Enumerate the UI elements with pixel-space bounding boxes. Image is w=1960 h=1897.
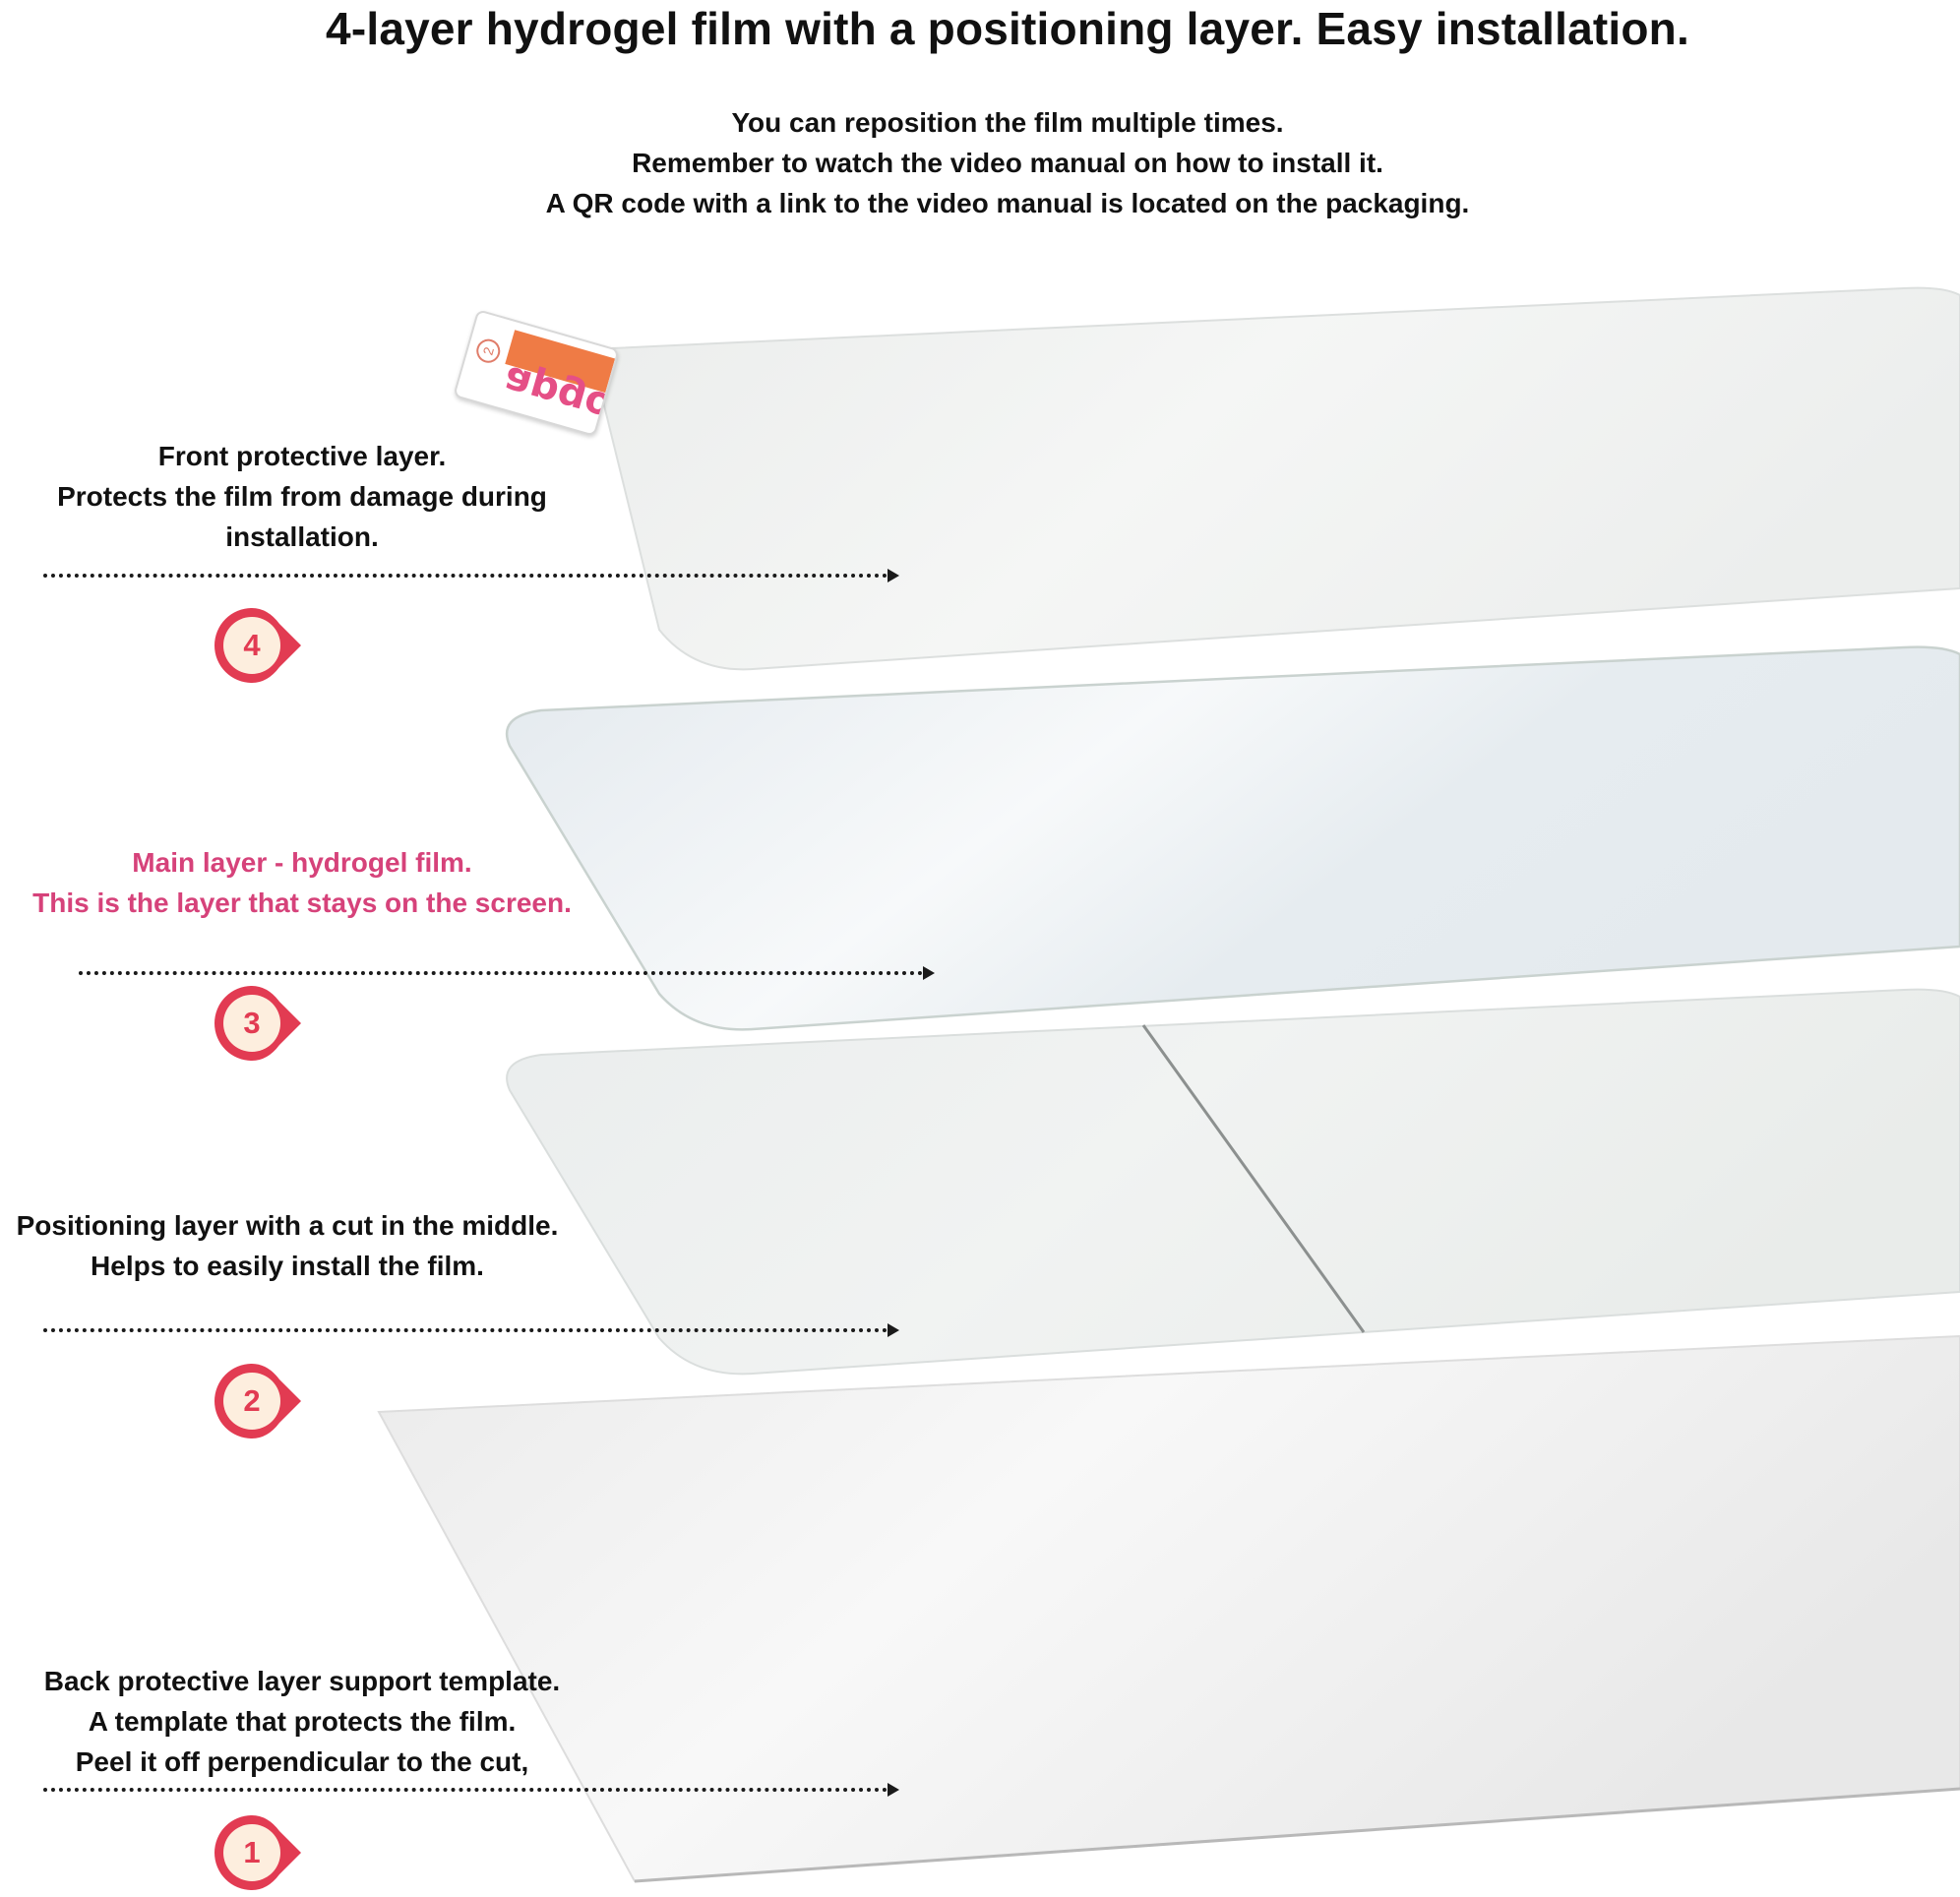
intro-line: Remember to watch the video manual on ho…	[632, 148, 1383, 178]
positioning-cut-line	[1141, 1024, 1366, 1333]
layer-3-sheet	[505, 645, 1960, 1031]
layer-1-label-line: Back protective layer support template.	[43, 1666, 561, 1696]
layer-4-sheet	[588, 286, 1960, 671]
layer-1-number: 1	[243, 1835, 261, 1869]
page-title: 4-layer hydrogel film with a positioning…	[326, 3, 1689, 54]
layer-4-label-line: installation.	[225, 521, 379, 552]
map-pin-badge-icon	[214, 1364, 301, 1438]
layer-1-label-line: Peel it off perpendicular to the cut,	[75, 1746, 529, 1777]
layer-4-label-line: Front protective layer.	[157, 441, 447, 471]
tab-step-number: 2	[473, 336, 504, 366]
layer-2-label: Positioning layer with a cut in the midd…	[0, 1205, 575, 1286]
layer-3-badge: 3	[213, 984, 307, 1063]
layer-4-badge: 4	[213, 606, 307, 685]
layer-1-sheet	[377, 1334, 1960, 1883]
layer-3-label: Main layer - hydrogel film. This is the …	[0, 842, 604, 923]
layer-2-pointer-line	[43, 1323, 899, 1337]
layer-1-badge: 1	[213, 1813, 307, 1892]
arrow-right-icon	[923, 966, 935, 980]
layer-4-label: Front protective layer. Protects the fil…	[0, 436, 604, 557]
arrow-right-icon	[888, 1783, 899, 1797]
layer-3-label-line: This is the layer that stays on the scre…	[32, 887, 572, 918]
layer-1-bottom-edge	[634, 1787, 1960, 1883]
layer-2-label-line: Helps to easily install the film.	[91, 1251, 484, 1281]
map-pin-badge-icon	[214, 1815, 301, 1890]
intro-text: You can reposition the film multiple tim…	[0, 102, 1960, 223]
layer-2-sheet	[506, 988, 1960, 1376]
intro-line: A QR code with a link to the video manua…	[545, 188, 1470, 218]
layer-4-pointer-line	[43, 569, 899, 582]
layer-1-pointer-line	[43, 1783, 899, 1797]
intro-line: You can reposition the film multiple tim…	[731, 107, 1284, 138]
layer-2-number: 2	[243, 1383, 261, 1418]
layer-3-label-line: Main layer - hydrogel film.	[132, 847, 472, 878]
arrow-right-icon	[888, 1323, 899, 1337]
layer-4-label-line: Protects the film from damage during	[57, 481, 547, 512]
map-pin-badge-icon	[214, 608, 301, 683]
layer-1-label-line: A template that protects the film.	[88, 1706, 517, 1737]
layer-1-label: Back protective layer support template. …	[0, 1661, 604, 1782]
layer-3-number: 3	[243, 1006, 261, 1040]
layer-4-number: 4	[243, 628, 261, 662]
map-pin-badge-icon	[214, 986, 301, 1061]
layer-3-pointer-line	[79, 966, 935, 980]
arrow-right-icon	[888, 569, 899, 582]
layer-2-badge: 2	[213, 1362, 307, 1440]
layer-2-label-line: Positioning layer with a cut in the midd…	[16, 1210, 559, 1241]
